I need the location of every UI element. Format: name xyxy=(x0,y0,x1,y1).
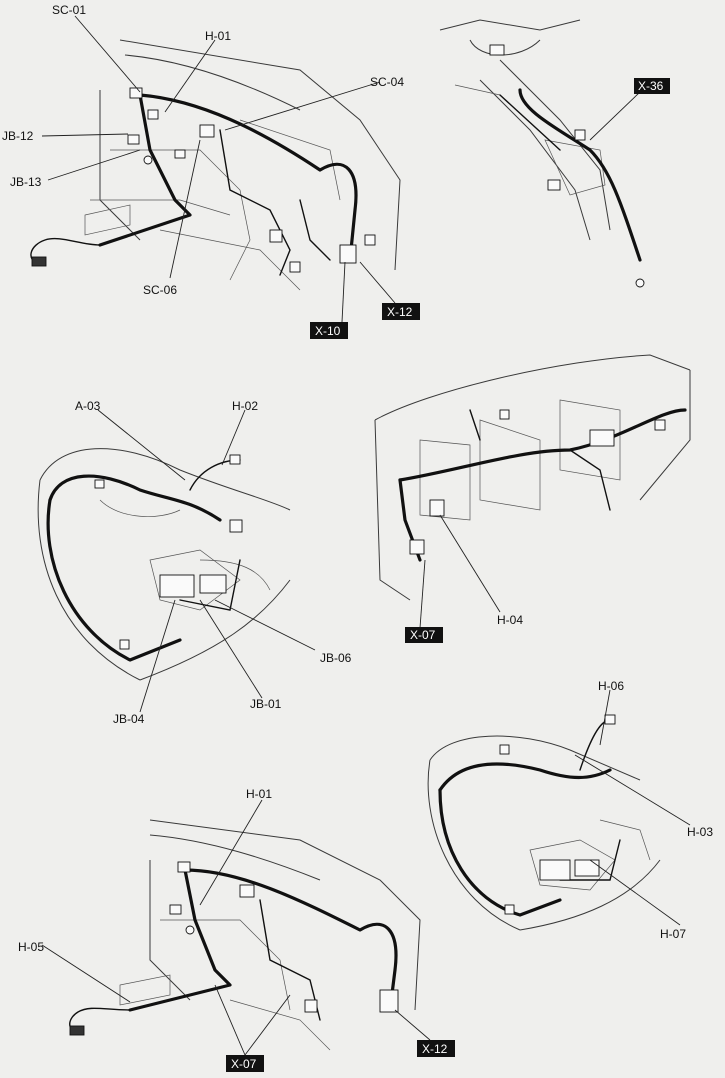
label-box-x-36 xyxy=(634,78,670,94)
label-h-03: H-03 xyxy=(687,825,713,839)
label-sc-06: SC-06 xyxy=(143,283,177,297)
label-h-02: H-02 xyxy=(232,399,258,413)
label-sc-04: SC-04 xyxy=(370,75,404,89)
label-box-x-07-mid xyxy=(405,627,443,643)
panel-steering-column xyxy=(439,19,645,288)
panel-engine-bay-right xyxy=(427,714,661,931)
label-h-05: H-05 xyxy=(18,940,44,954)
label-x-12-top: X-12 xyxy=(387,305,413,319)
label-jb-12: JB-12 xyxy=(2,129,34,143)
label-box-x-12-top xyxy=(382,303,420,320)
label-jb-13: JB-13 xyxy=(10,175,42,189)
label-a-03: A-03 xyxy=(75,399,101,413)
label-box-x-07-bottom xyxy=(226,1055,264,1072)
boxed-labels: X-10 X-12 X-36 X-07 X-07 X-12 xyxy=(226,78,670,1072)
panel-dashboard-middle-right xyxy=(374,354,691,601)
label-h-01-top: H-01 xyxy=(205,29,231,43)
label-x-12-bottom: X-12 xyxy=(422,1042,448,1056)
label-jb-01: JB-01 xyxy=(250,697,282,711)
label-jb-06: JB-06 xyxy=(320,651,352,665)
label-box-x-12-bottom xyxy=(417,1040,455,1057)
label-h-01-bottom: H-01 xyxy=(246,787,272,801)
label-sc-01: SC-01 xyxy=(52,3,86,17)
panel-engine-bay-left xyxy=(37,448,291,681)
label-x-07-bottom: X-07 xyxy=(231,1057,257,1071)
panel-dashboard-top-left xyxy=(30,39,401,291)
label-x-07-mid: X-07 xyxy=(410,628,436,642)
callout-labels: SC-01 H-01 SC-04 JB-12 JB-13 SC-06 A-03 … xyxy=(2,3,713,954)
label-h-07: H-07 xyxy=(660,927,686,941)
label-h-06: H-06 xyxy=(598,679,624,693)
label-jb-04: JB-04 xyxy=(113,712,145,726)
leader-lines xyxy=(41,15,691,1056)
label-box-x-10 xyxy=(310,322,348,339)
panel-dashboard-bottom-left xyxy=(69,819,421,1051)
label-x-10: X-10 xyxy=(315,324,341,338)
label-h-04: H-04 xyxy=(497,613,523,627)
label-x-36: X-36 xyxy=(638,79,664,93)
